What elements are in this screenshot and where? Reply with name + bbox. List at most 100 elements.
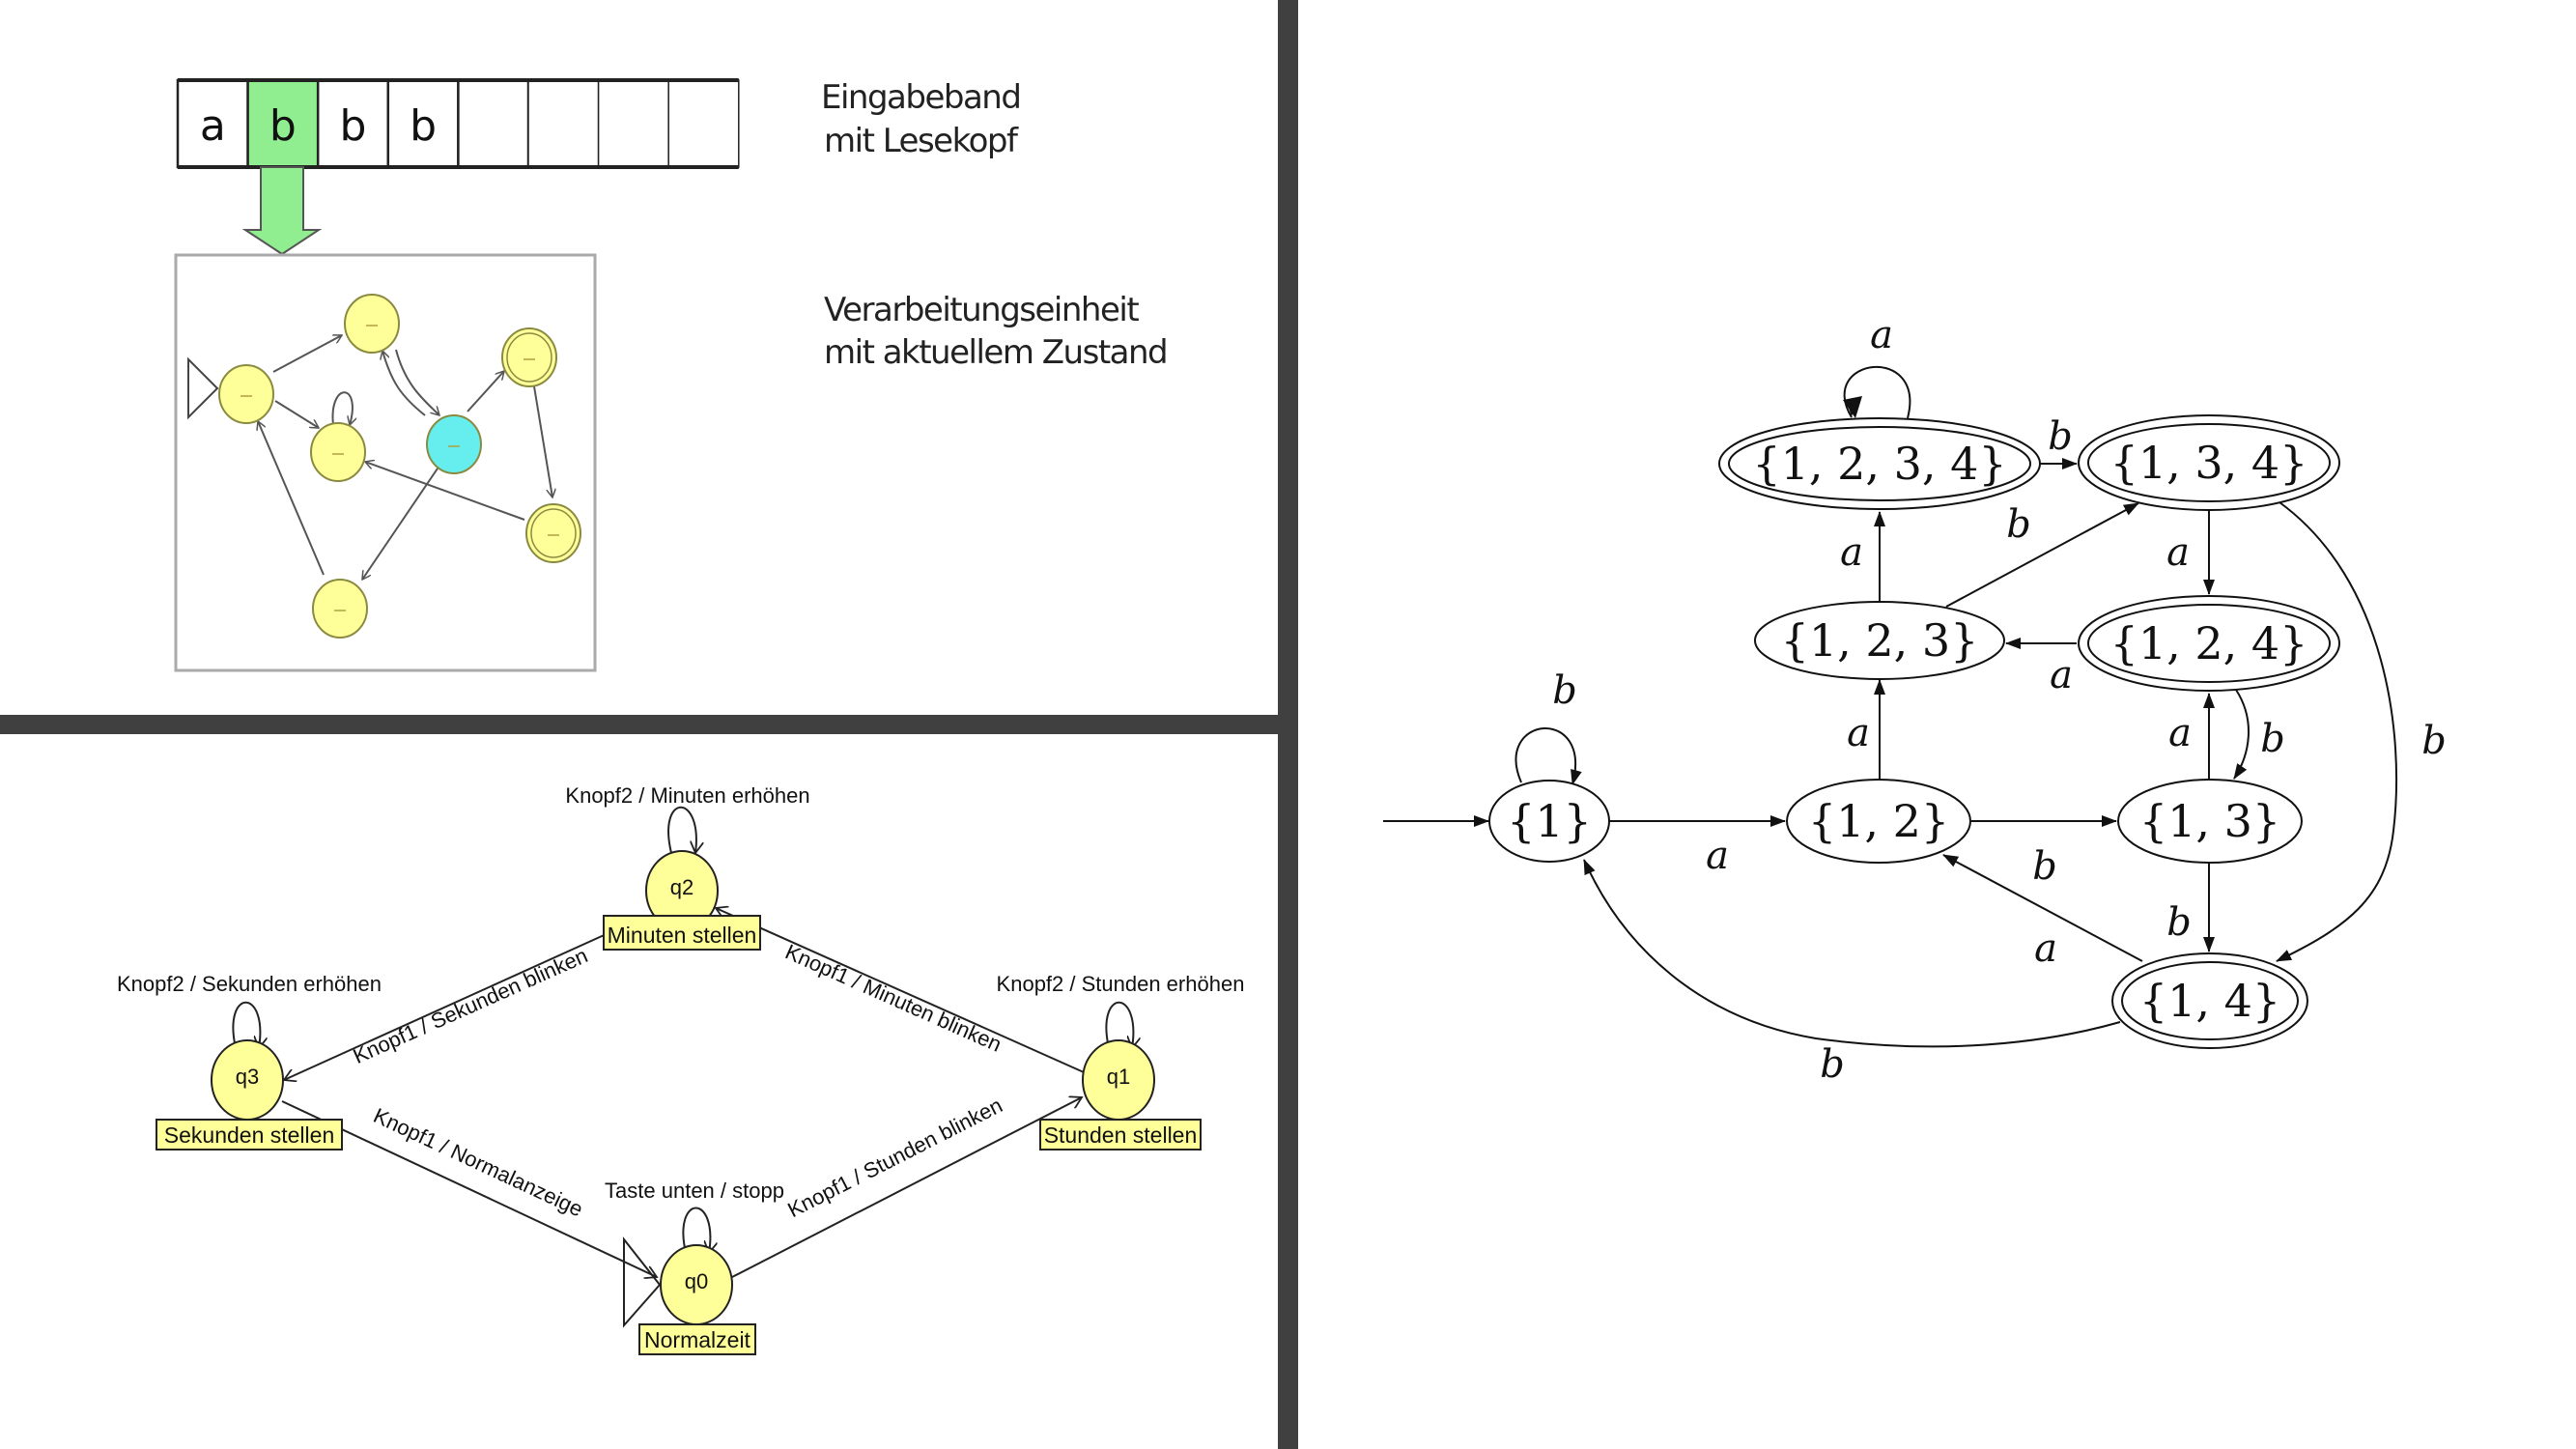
edge-q3-q0 xyxy=(281,1100,657,1277)
dfa-loop-arrowhead xyxy=(1843,396,1862,418)
state-label: {1, 3} xyxy=(2139,795,2280,847)
tape-cell: b xyxy=(316,78,390,169)
tape-symbol: b xyxy=(269,101,297,151)
state-ellipse xyxy=(1718,417,2041,510)
state-id: q3 xyxy=(236,1065,259,1089)
mini-edge xyxy=(272,335,342,373)
state-label: {1} xyxy=(1507,795,1592,847)
label-q2-loop: Knopf2 / Minuten erhöhen xyxy=(565,783,809,808)
state-label: {1, 2, 3} xyxy=(1781,614,1979,667)
accepting-ring xyxy=(1728,426,2031,501)
mini-state xyxy=(310,422,366,482)
mini-state xyxy=(312,579,368,639)
state-id: q1 xyxy=(1107,1065,1130,1089)
mini-edge xyxy=(533,385,552,497)
state-name-box xyxy=(1039,1119,1202,1151)
dfa-edge-n14-n12 xyxy=(1942,854,2143,962)
dfa-label-n123-n1234: a xyxy=(1840,530,1863,575)
dfa-state-n134: {1, 3, 4} xyxy=(2078,414,2340,511)
dfa-state-n14: {1, 4} xyxy=(2111,952,2308,1049)
tape-cell: b xyxy=(386,78,460,169)
accepting-ring xyxy=(2087,604,2331,683)
loop-q0 xyxy=(682,1207,710,1254)
mini-edge xyxy=(382,351,426,416)
dfa-edge-n1234-n1234 xyxy=(1843,365,1911,419)
dfa-edge-n123-n134 xyxy=(1945,502,2139,608)
accepting-ring xyxy=(2121,961,2299,1040)
unit-caption: Verarbeitungseinheit mit aktuellem Zusta… xyxy=(824,291,1169,372)
state-id: q2 xyxy=(670,875,694,899)
tape-cell xyxy=(457,78,530,169)
state-ellipse xyxy=(2078,414,2340,511)
label-q1-q2: Knopf1 / Minuten blinken xyxy=(781,939,1005,1056)
label-q0-q1: Knopf1 / Stunden blinken xyxy=(783,1093,1005,1222)
state-label: {1, 2} xyxy=(1808,795,1949,847)
label-q3-loop: Knopf2 / Sekunden erhöhen xyxy=(117,972,382,996)
subset-dfa: {1}{1, 2}{1, 3}{1, 4}{1, 2, 3}{1, 2, 4}{… xyxy=(1383,313,2447,1087)
mini-edge xyxy=(274,400,319,429)
tape-caption: Eingabeband mit Lesekopf xyxy=(821,78,1022,160)
state-name: Sekunden stellen xyxy=(164,1122,334,1148)
state-name-box xyxy=(638,1323,756,1355)
label-q0-loop: Taste unten / stopp xyxy=(605,1179,784,1203)
tape-cell xyxy=(597,79,669,168)
state-ellipse xyxy=(1488,780,1610,863)
state-label: {1, 3, 4} xyxy=(2110,437,2308,489)
loop-q3 xyxy=(232,1001,260,1048)
state-name: Minuten stellen xyxy=(608,923,757,948)
mini-edge xyxy=(365,462,525,521)
state-ellipse xyxy=(2078,595,2340,692)
tape-cell xyxy=(667,79,740,168)
state-ellipse xyxy=(1786,779,1971,864)
dfa-label-n1-n1: b xyxy=(1552,668,1577,713)
dfa-label-n14-n12: a xyxy=(2034,926,2057,971)
dfa-edge-n14-n1 xyxy=(1583,859,2121,1048)
mini-edge xyxy=(331,391,353,425)
edge-q0-q1 xyxy=(731,1097,1082,1278)
tape-symbol: b xyxy=(410,101,437,151)
dfa-edge-n134-n14 xyxy=(2276,501,2398,962)
loop-q1 xyxy=(1105,1001,1133,1048)
vertical-divider xyxy=(1278,0,1298,1449)
state-id: q0 xyxy=(685,1269,708,1293)
dfa-edge-n1-n1 xyxy=(1514,727,1582,785)
caption-unit-line2: mit aktuellem Zustand xyxy=(824,333,1167,372)
dfa-state-n123: {1, 2, 3} xyxy=(1754,601,2005,680)
accepting-ring xyxy=(2087,423,2331,502)
mini-state xyxy=(344,294,400,354)
dfa-label-n1234-n134: b xyxy=(2048,414,2073,459)
dfa-state-n1: {1} xyxy=(1488,780,1610,863)
start-marker-q0 xyxy=(623,1236,662,1328)
horizontal-divider xyxy=(0,715,1278,734)
caption-unit-line1: Verarbeitungseinheit xyxy=(824,291,1139,329)
processing-unit-box xyxy=(174,253,597,672)
dfa-label-n13-n124: a xyxy=(2168,711,2192,755)
dfa-edge-n124-n13 xyxy=(2233,689,2250,780)
mini-state xyxy=(501,327,557,387)
dfa-label-n1-n12: a xyxy=(1706,834,1729,878)
caption-tape-line2: mit Lesekopf xyxy=(824,122,1019,160)
label-q2-q3: Knopf1 / Sekunden blinken xyxy=(350,943,591,1068)
dfa-label-n12-n123: a xyxy=(1847,711,1870,755)
dfa-label-n123-n134: b xyxy=(2006,502,2031,547)
tape-symbol: b xyxy=(340,101,367,151)
state-label: {1, 2, 3, 4} xyxy=(1752,438,2006,490)
state-ellipse xyxy=(1754,601,2005,680)
dfa-label-n134-n14: b xyxy=(2421,719,2447,763)
mini-edge xyxy=(467,371,504,412)
state-ellipse xyxy=(2111,952,2308,1049)
tape-cell: b xyxy=(246,78,320,169)
mini-start-marker xyxy=(187,356,219,420)
mini-state xyxy=(426,414,482,474)
label-q1-loop: Knopf2 / Stunden erhöhen xyxy=(997,972,1245,996)
loop-q2 xyxy=(667,806,696,853)
caption-tape-line1: Eingabeband xyxy=(821,78,1020,117)
state-name-box xyxy=(603,915,761,951)
dfa-label-n14-n1: b xyxy=(1820,1042,1845,1087)
dfa-label-n134-n124: a xyxy=(2166,530,2190,575)
state-name: Stunden stellen xyxy=(1044,1122,1198,1148)
